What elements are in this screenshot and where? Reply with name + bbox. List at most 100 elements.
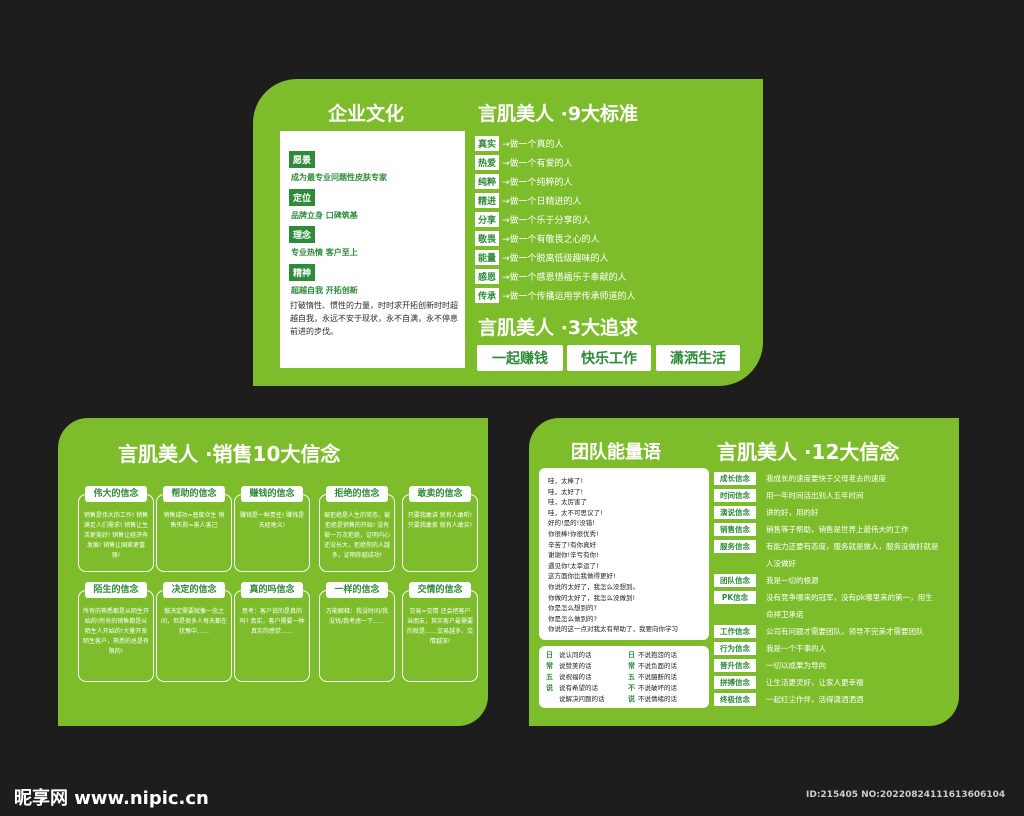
team-phrase: 遇见你!太幸运了! bbox=[548, 561, 599, 570]
sales-beliefs-panel: 言肌美人 ·销售10大信念 伟大的信念销售是伟大的工作! 销售满足人们需求! 销… bbox=[58, 418, 488, 726]
team-panel: 团队能量语 言肌美人 ·12大信念 哇，太棒了!哇，太好了!哇，太厉害了哇，太不… bbox=[529, 418, 959, 726]
team-phrase: 哇，太不可思议了! bbox=[548, 508, 603, 517]
standard-desc: →做一个有敬畏之心的人 bbox=[502, 234, 600, 245]
daily-dont-item: 不说负面的话 bbox=[638, 662, 677, 670]
standard-desc: →做一个脱离低级趣味的人 bbox=[502, 253, 609, 264]
belief-tag: PK信念 bbox=[714, 591, 756, 604]
standard-row: 真实→做一个真的人 bbox=[475, 135, 564, 151]
standard-row: 纯粹→做一个纯粹的人 bbox=[475, 173, 573, 189]
daily-do-item: 说有希望的话 bbox=[559, 684, 598, 692]
standard-desc: →做一个有爱的人 bbox=[502, 158, 573, 169]
daily-do-item: 说解决问题的话 bbox=[559, 695, 605, 703]
daily-dont-item: 不说情绪的话 bbox=[638, 695, 677, 703]
standard-tag: 分享 bbox=[475, 211, 500, 227]
team-phrase: 这方面你比我做得更好! bbox=[548, 572, 616, 581]
standard-tag: 能量 bbox=[475, 249, 500, 265]
belief-card-label: 真的吗信念 bbox=[241, 582, 303, 598]
phrases-box: 哇，太棒了!哇，太好了!哇，太厉害了哇，太不可思议了!好的!是的!没错!你很棒!… bbox=[539, 468, 709, 640]
pursuit-3: 潇洒生活 bbox=[656, 345, 740, 371]
belief-tag: 晋升信念 bbox=[714, 659, 756, 672]
standard-row: 传承→做一个传播运用学传承师道的人 bbox=[475, 287, 636, 303]
belief-card-text: 只要我敢讲 就有人敢听! 只要我敢卖 就有人敢买! bbox=[407, 512, 473, 529]
standard-tag: 热爱 bbox=[475, 154, 500, 170]
standard-tag: 纯粹 bbox=[475, 173, 500, 189]
team-phrase: 谢谢你!辛亏有你! bbox=[548, 551, 599, 560]
belief-card-text: 被拒绝是人生的常态，被拒绝是销售的开始! 没有被一万次拒绝，证明内心还没长大，拒… bbox=[324, 512, 391, 559]
belief-card-text: 交易=交情 还会把客户当朋友，其实客户最需要的就是……交易越多，交情越深! bbox=[407, 608, 474, 645]
belief-row: 行为信念 我是一个干事的人 bbox=[714, 641, 826, 656]
belief-row: 拼搏信念让生活更灵好，让家人更幸福 bbox=[714, 675, 864, 690]
standard-row: 能量→做一个脱离低级趣味的人 bbox=[475, 249, 609, 265]
belief-row: 人没做好 bbox=[714, 556, 796, 571]
standard-row: 感恩→做一个感恩惜福乐于奉献的人 bbox=[475, 268, 627, 284]
belief-tag: 行为信念 bbox=[714, 642, 756, 655]
image-id: ID:215405 NO:20220824111613606104 bbox=[806, 790, 1006, 800]
belief-row: 团队信念我是一切的根源 bbox=[714, 573, 819, 588]
belief-desc: 我成长的速度要快于父母老去的速度 bbox=[766, 474, 886, 483]
daily-dont-item: 不说臆断的话 bbox=[638, 673, 677, 681]
belief-desc: 人没做好 bbox=[766, 559, 796, 568]
belief-card-text: 思考：客户说的是真的吗? 真实，客户需要一种真实的感觉…… bbox=[239, 608, 305, 635]
culture-text-vision: 成为最专业问题性皮肤专家 bbox=[291, 173, 387, 182]
belief-card-label: 敢卖的信念 bbox=[409, 486, 471, 502]
belief-card-text: 万能解释：我没时间/我没钱/我考虑一下…… bbox=[325, 608, 389, 625]
belief-card: 敢卖的信念只要我敢讲 就有人敢听! 只要我敢卖 就有人敢买! bbox=[402, 486, 478, 572]
belief-desc: 用一年时间活出别人五年时间 bbox=[766, 491, 864, 500]
standard-desc: →做一个纯粹的人 bbox=[502, 177, 573, 188]
team-phrase: 哇，太厉害了 bbox=[548, 498, 587, 507]
belief-card: 一样的信念万能解释：我没时间/我没钱/我考虑一下…… bbox=[319, 582, 395, 682]
belief-card: 拒绝的信念被拒绝是人生的常态，被拒绝是销售的开始! 没有被一万次拒绝，证明内心还… bbox=[319, 486, 395, 572]
belief-desc: 我是一个干事的人 bbox=[766, 644, 826, 653]
daily-dont-item: 不说破坏的话 bbox=[638, 684, 677, 692]
belief-tag: 服务信念 bbox=[714, 540, 756, 553]
daily-do-item: 说祝福的话 bbox=[559, 673, 592, 681]
team-phrase: 你是怎么做到的? bbox=[548, 614, 597, 623]
culture-panel: 企业文化 言肌美人 ·9大标准 愿景 成为最专业问题性皮肤专家 定位 品牌立身 … bbox=[253, 79, 763, 386]
site-logo: 昵享网 www.nipic.cn bbox=[14, 788, 209, 809]
belief-tag: 终极信念 bbox=[714, 693, 756, 706]
belief-card-label: 伟大的信念 bbox=[85, 486, 147, 502]
culture-text-idea: 专业热情 客户至上 bbox=[291, 248, 358, 257]
team-phrase: 你说的太好了，我怎么没想到。 bbox=[548, 582, 639, 591]
beliefs-title: 言肌美人 ·12大信念 bbox=[717, 440, 900, 464]
belief-desc: 讲的好，用的好 bbox=[766, 508, 819, 517]
standard-desc: →做一个传播运用学传承师道的人 bbox=[502, 291, 636, 302]
belief-tag: 拼搏信念 bbox=[714, 676, 756, 689]
belief-row: 终极信念一起红尘作伴，活得潇洒洒洒 bbox=[714, 692, 864, 707]
belief-row: 晋升信念一切以成果为导向 bbox=[714, 658, 826, 673]
daily-do-label: 日常五说 bbox=[546, 651, 553, 692]
belief-tag: 团队信念 bbox=[714, 574, 756, 587]
standard-row: 热爱→做一个有爱的人 bbox=[475, 154, 573, 170]
belief-desc: 命捍卫承诺 bbox=[766, 610, 804, 619]
daily-dont-label: 日常五不说 bbox=[628, 651, 635, 703]
pursuit-2: 快乐工作 bbox=[567, 345, 651, 371]
belief-desc: 有能力还要有态度，服务就是做人，服务没做好就是 bbox=[766, 542, 939, 551]
team-title: 团队能量语 bbox=[571, 442, 661, 463]
team-phrase: 好的!是的!没错! bbox=[548, 519, 595, 528]
belief-card: 决定的信念做决定需要就像一念之间，但是很多人每天都在犹豫中…… bbox=[156, 582, 232, 682]
belief-row: 命捍卫承诺 bbox=[714, 607, 804, 622]
daily-dont-item: 不说抱怨的话 bbox=[638, 651, 677, 659]
team-phrase: 哇，太好了! bbox=[548, 487, 584, 496]
belief-card-label: 帮助的信念 bbox=[163, 486, 225, 502]
belief-card-label: 决定的信念 bbox=[163, 582, 225, 598]
team-phrase: 辛苦了!有你真好 bbox=[548, 540, 597, 549]
belief-row: 服务信念 有能力还要有态度，服务就是做人，服务没做好就是 bbox=[714, 539, 939, 554]
belief-card: 交情的信念交易=交情 还会把客户当朋友，其实客户最需要的就是……交易越多，交情越… bbox=[402, 582, 478, 682]
team-phrase: 你很棒!你很优秀! bbox=[548, 529, 599, 538]
culture-label-position: 定位 bbox=[289, 189, 316, 206]
belief-card-text: 所有的熟悉都是从陌生开始的!所有的销售都是从陌生人开始的!大量开发陌生客户，熟悉… bbox=[83, 608, 150, 655]
daily-do-item: 说认同的话 bbox=[559, 651, 592, 659]
pursuits-title: 言肌美人 ·3大追求 bbox=[478, 317, 639, 339]
standard-tag: 敬畏 bbox=[475, 230, 500, 246]
standard-row: 分享→做一个乐于分享的人 bbox=[475, 211, 591, 227]
belief-row: 销售信念销售等于帮助，销售是世界上最伟大的工作 bbox=[714, 522, 909, 537]
belief-desc: 销售等于帮助，销售是世界上最伟大的工作 bbox=[766, 525, 909, 534]
standards-title: 言肌美人 ·9大标准 bbox=[478, 103, 639, 125]
belief-card-label: 交情的信念 bbox=[409, 582, 471, 598]
belief-card: 陌生的信念所有的熟悉都是从陌生开始的!所有的销售都是从陌生人开始的!大量开发陌生… bbox=[78, 582, 154, 682]
belief-card-text: 销售成功=普度众生 销售失败=害人害己 bbox=[163, 512, 225, 529]
culture-text-position: 品牌立身 口碑筑基 bbox=[291, 211, 358, 220]
standard-tag: 传承 bbox=[475, 287, 500, 303]
culture-label-vision: 愿景 bbox=[289, 151, 316, 168]
